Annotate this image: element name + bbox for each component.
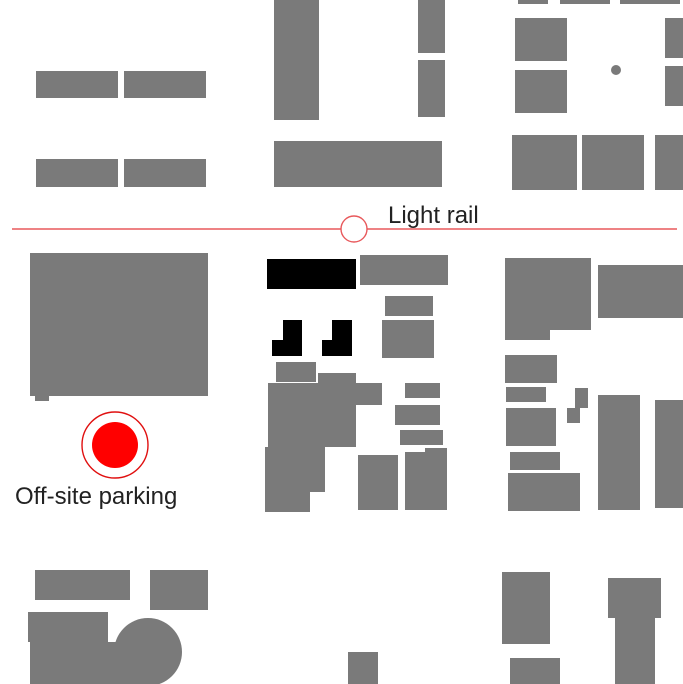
building bbox=[385, 296, 433, 316]
highlighted-buildings bbox=[267, 259, 356, 356]
building bbox=[400, 430, 443, 445]
building bbox=[114, 618, 182, 684]
building bbox=[508, 473, 580, 511]
building bbox=[276, 362, 316, 382]
off-site-parking: Off-site parking bbox=[15, 411, 177, 510]
building bbox=[348, 652, 378, 684]
building bbox=[405, 383, 440, 398]
building bbox=[506, 408, 556, 446]
building bbox=[598, 395, 640, 510]
buildings-south bbox=[30, 253, 448, 512]
building bbox=[567, 408, 580, 423]
building bbox=[360, 255, 448, 285]
building bbox=[35, 570, 130, 600]
building bbox=[655, 135, 683, 190]
highlighted-building bbox=[272, 320, 302, 356]
buildings-north bbox=[36, 0, 683, 190]
building bbox=[124, 159, 206, 187]
light-rail-station-marker[interactable] bbox=[340, 215, 368, 243]
building bbox=[502, 572, 550, 644]
buildings-east bbox=[505, 258, 683, 511]
light-rail-line: Light rail bbox=[12, 202, 677, 243]
building bbox=[274, 141, 442, 187]
building bbox=[124, 71, 206, 98]
building bbox=[560, 0, 610, 4]
building bbox=[611, 65, 621, 75]
building bbox=[28, 612, 108, 642]
building bbox=[665, 18, 683, 58]
building bbox=[36, 71, 118, 98]
building bbox=[506, 387, 546, 402]
building bbox=[598, 265, 683, 318]
off-site-parking-label: Off-site parking bbox=[15, 483, 177, 510]
building bbox=[418, 0, 445, 53]
building bbox=[655, 400, 683, 508]
building bbox=[358, 455, 398, 510]
building bbox=[150, 570, 208, 610]
building bbox=[268, 383, 382, 405]
building bbox=[575, 388, 588, 408]
building bbox=[395, 405, 440, 425]
building bbox=[35, 395, 49, 401]
highlighted-building bbox=[267, 259, 356, 289]
building bbox=[405, 452, 447, 510]
building bbox=[505, 355, 557, 383]
building bbox=[582, 135, 644, 190]
building bbox=[36, 159, 118, 187]
building bbox=[382, 320, 434, 358]
building bbox=[425, 448, 447, 458]
building bbox=[510, 452, 560, 470]
building bbox=[505, 258, 591, 330]
building bbox=[265, 490, 310, 512]
building bbox=[608, 578, 661, 618]
building bbox=[620, 0, 680, 4]
building bbox=[512, 135, 577, 190]
light-rail-label: Light rail bbox=[388, 202, 479, 229]
building bbox=[30, 253, 208, 396]
off-site-parking-marker[interactable] bbox=[92, 422, 138, 468]
building bbox=[510, 658, 560, 684]
building bbox=[518, 0, 548, 4]
building bbox=[274, 0, 319, 120]
highlighted-building bbox=[322, 320, 352, 356]
building bbox=[318, 373, 356, 385]
building bbox=[665, 66, 683, 106]
building bbox=[515, 70, 567, 113]
building bbox=[418, 60, 445, 117]
building bbox=[615, 618, 655, 684]
building bbox=[515, 18, 567, 61]
building bbox=[268, 405, 356, 447]
buildings-bottom bbox=[28, 570, 661, 684]
building bbox=[265, 447, 325, 492]
building bbox=[505, 330, 550, 340]
